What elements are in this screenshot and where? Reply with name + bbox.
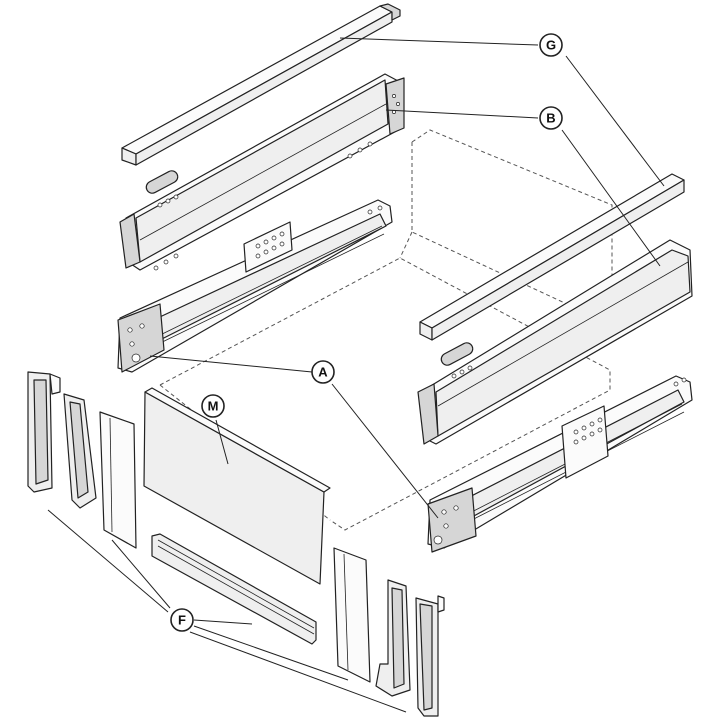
right-drawer-runner: [427, 375, 693, 553]
callout-a: A: [311, 360, 335, 384]
left-drawer-side-panel: [119, 73, 405, 271]
bottom-front-rail: [151, 533, 317, 645]
left-front-bracket: [27, 371, 137, 549]
right-front-bracket: [333, 547, 445, 717]
left-runner-holes: [127, 205, 383, 363]
callout-b-label: B: [546, 111, 555, 126]
callout-a-label: A: [318, 365, 328, 380]
callout-m-label: M: [208, 399, 219, 414]
left-side-holes: [153, 94, 400, 271]
right-drawer-side-panel: [417, 239, 693, 445]
left-top-gallery-rail: [121, 3, 401, 166]
callout-f-label: F: [178, 613, 186, 628]
leader-lines: [47, 37, 665, 713]
right-rail-clip: [440, 342, 474, 366]
left-rail-clip: [145, 170, 179, 194]
front-panel: [143, 387, 331, 585]
left-drawer-runner: [117, 199, 393, 373]
callout-b: B: [539, 106, 563, 130]
right-runner-holes: [433, 377, 687, 545]
right-top-gallery-rail: [419, 173, 685, 341]
right-side-holes: [451, 365, 473, 379]
callout-m: M: [201, 394, 225, 418]
callout-g-label: G: [546, 38, 556, 53]
callout-f: F: [170, 608, 194, 632]
callout-g: G: [539, 33, 563, 57]
